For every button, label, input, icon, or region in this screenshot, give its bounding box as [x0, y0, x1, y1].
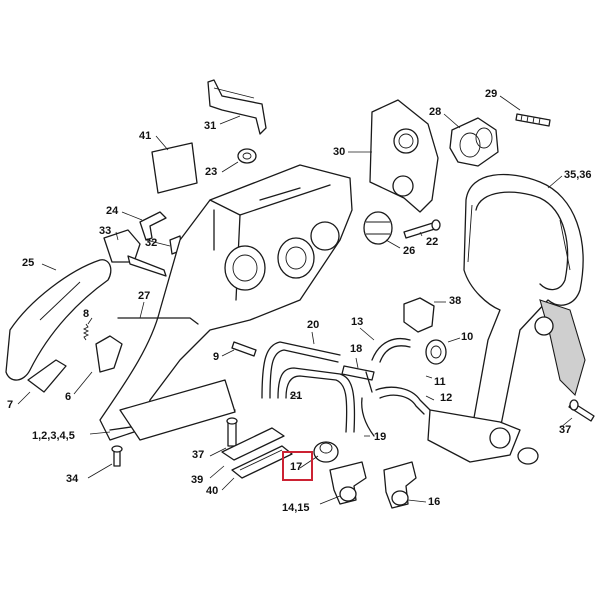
part-10-filter — [425, 339, 447, 365]
callout-21[interactable]: 21 — [290, 390, 303, 402]
callout-12[interactable]: 12 — [440, 392, 453, 404]
callout-33[interactable]: 33 — [99, 225, 112, 237]
part-35-36-handlebar — [427, 173, 586, 463]
callout-25[interactable]: 25 — [22, 257, 35, 269]
callout-16[interactable]: 16 — [428, 496, 441, 508]
leader-lines — [17, 95, 573, 505]
part-13-fuel-line — [371, 337, 411, 363]
callout-24[interactable]: 24 — [106, 205, 119, 217]
callout-1-2-3-4-5[interactable]: 1,2,3,4,5 — [32, 430, 75, 442]
part-11-12-fuel-line — [375, 386, 431, 415]
part-33-throttle — [103, 229, 167, 277]
callout-40[interactable]: 40 — [206, 485, 219, 497]
callout-28[interactable]: 28 — [429, 106, 442, 118]
callout-13[interactable]: 13 — [351, 316, 364, 328]
part-1-5-housing — [99, 164, 353, 441]
part-14-15-bracket — [329, 461, 367, 505]
part-19-hose — [361, 397, 375, 437]
callout-27[interactable]: 27 — [138, 290, 151, 302]
part-22-bolt — [403, 219, 441, 239]
callout-31[interactable]: 31 — [204, 120, 217, 132]
part-25-handle-cover — [5, 259, 112, 381]
part-24-lever — [139, 211, 167, 241]
callout-18[interactable]: 18 — [350, 343, 363, 355]
washer — [517, 447, 539, 465]
callout-34[interactable]: 34 — [66, 473, 79, 485]
part-39-pad — [221, 427, 285, 461]
callout-23[interactable]: 23 — [205, 166, 218, 178]
callout-41[interactable]: 41 — [139, 130, 152, 142]
part-7-lever — [27, 359, 67, 393]
part-30-baffle — [369, 99, 439, 213]
highlight-box-part-17 — [282, 451, 313, 481]
callout-20[interactable]: 20 — [307, 319, 320, 331]
part-37-screw-a — [226, 417, 238, 447]
part-28-manifold — [449, 117, 499, 167]
part-38-clip — [403, 297, 435, 333]
callout-10[interactable]: 10 — [461, 331, 474, 343]
callout-22[interactable]: 22 — [426, 236, 439, 248]
part-31-cover — [207, 79, 267, 135]
part-34-screw — [111, 445, 123, 467]
callout-17[interactable]: 17 — [290, 461, 303, 473]
part-26-buffer — [363, 211, 393, 245]
callout-11[interactable]: 11 — [434, 376, 446, 388]
callout-39[interactable]: 39 — [191, 474, 204, 486]
callout-37-right[interactable]: 37 — [559, 424, 572, 436]
callout-9[interactable]: 9 — [213, 351, 220, 363]
callout-38[interactable]: 38 — [449, 295, 462, 307]
callout-7[interactable]: 7 — [7, 399, 14, 411]
part-37-screw-b — [568, 399, 595, 422]
part-23-bushing — [237, 148, 257, 164]
callout-14-15[interactable]: 14,15 — [282, 502, 310, 514]
callout-6[interactable]: 6 — [65, 391, 72, 403]
part-6-trigger — [95, 335, 123, 373]
callout-32[interactable]: 32 — [145, 237, 158, 249]
callout-8[interactable]: 8 — [83, 308, 90, 320]
callout-26[interactable]: 26 — [403, 245, 416, 257]
part-27-rod — [117, 317, 199, 325]
callout-19[interactable]: 19 — [374, 431, 387, 443]
callout-30[interactable]: 30 — [333, 146, 346, 158]
part-20-21-hoses — [261, 341, 356, 433]
part-8-spring — [82, 323, 90, 341]
part-29-screw — [515, 113, 551, 127]
part-40-pad — [231, 445, 293, 479]
part-16-bracket — [383, 461, 417, 509]
part-41-gasket — [151, 142, 198, 194]
part-18-fitting — [341, 365, 375, 393]
callout-37-left[interactable]: 37 — [192, 449, 205, 461]
part-9-pin — [231, 341, 257, 357]
part-17-plug — [313, 441, 339, 463]
callout-35-36[interactable]: 35,36 — [564, 169, 592, 181]
callout-29[interactable]: 29 — [485, 88, 498, 100]
